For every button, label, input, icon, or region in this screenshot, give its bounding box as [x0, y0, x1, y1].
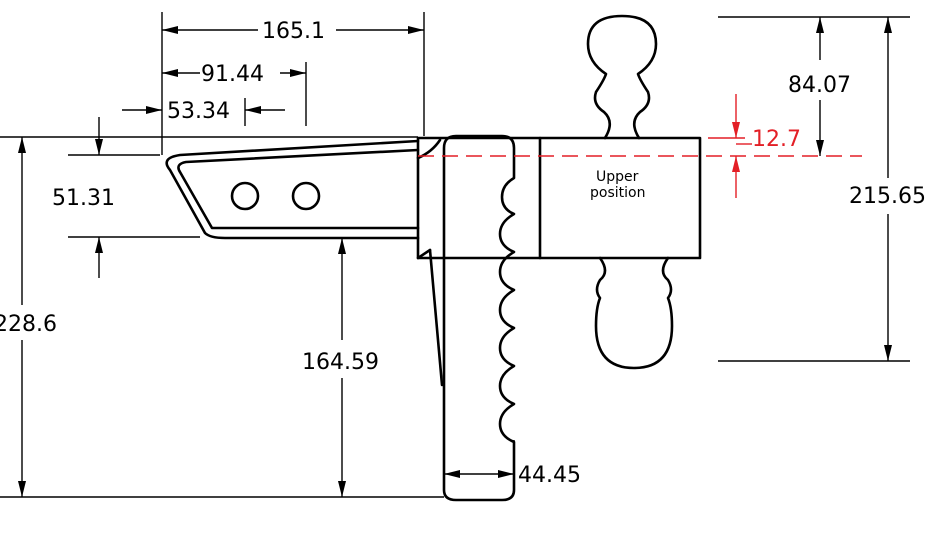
lower-ball — [594, 256, 674, 370]
dim-165-1: 165.1 — [161, 12, 425, 155]
dim-53-34: 53.34 — [122, 98, 285, 126]
dim-12-7: 12.7 — [708, 94, 801, 198]
dim-228-6: 228.6 — [0, 136, 444, 498]
dim-label-44-45: 44.45 — [518, 463, 581, 488]
pin-hole-1 — [230, 181, 260, 211]
drop-bar — [416, 134, 516, 502]
upper-position-label-line2: position — [590, 185, 645, 201]
dim-164-59: 164.59 — [302, 238, 379, 497]
dim-label-51-31: 51.31 — [52, 186, 115, 211]
dim-label-215-65: 215.65 — [849, 184, 926, 209]
receiver-block — [416, 136, 702, 260]
dim-label-91-44: 91.44 — [201, 62, 264, 87]
dim-label-84-07: 84.07 — [788, 73, 851, 98]
dim-label-53-34: 53.34 — [167, 99, 230, 124]
dim-label-164-59: 164.59 — [302, 350, 379, 375]
dim-215-65: 215.65 — [718, 17, 926, 362]
dim-label-228-6: 228.6 — [0, 312, 57, 337]
upper-position-label-line1: Upper — [596, 169, 639, 185]
pin-hole-2 — [291, 181, 321, 211]
shank — [165, 139, 420, 240]
dim-91-44: 91.44 — [162, 62, 307, 126]
upper-ball — [586, 14, 658, 140]
dim-84-07: 84.07 — [718, 16, 910, 156]
dim-label-12-7: 12.7 — [752, 127, 801, 152]
dim-51-31: 51.31 — [52, 117, 200, 278]
dim-label-165-1: 165.1 — [262, 19, 325, 44]
dim-44-45: 44.45 — [444, 440, 581, 488]
